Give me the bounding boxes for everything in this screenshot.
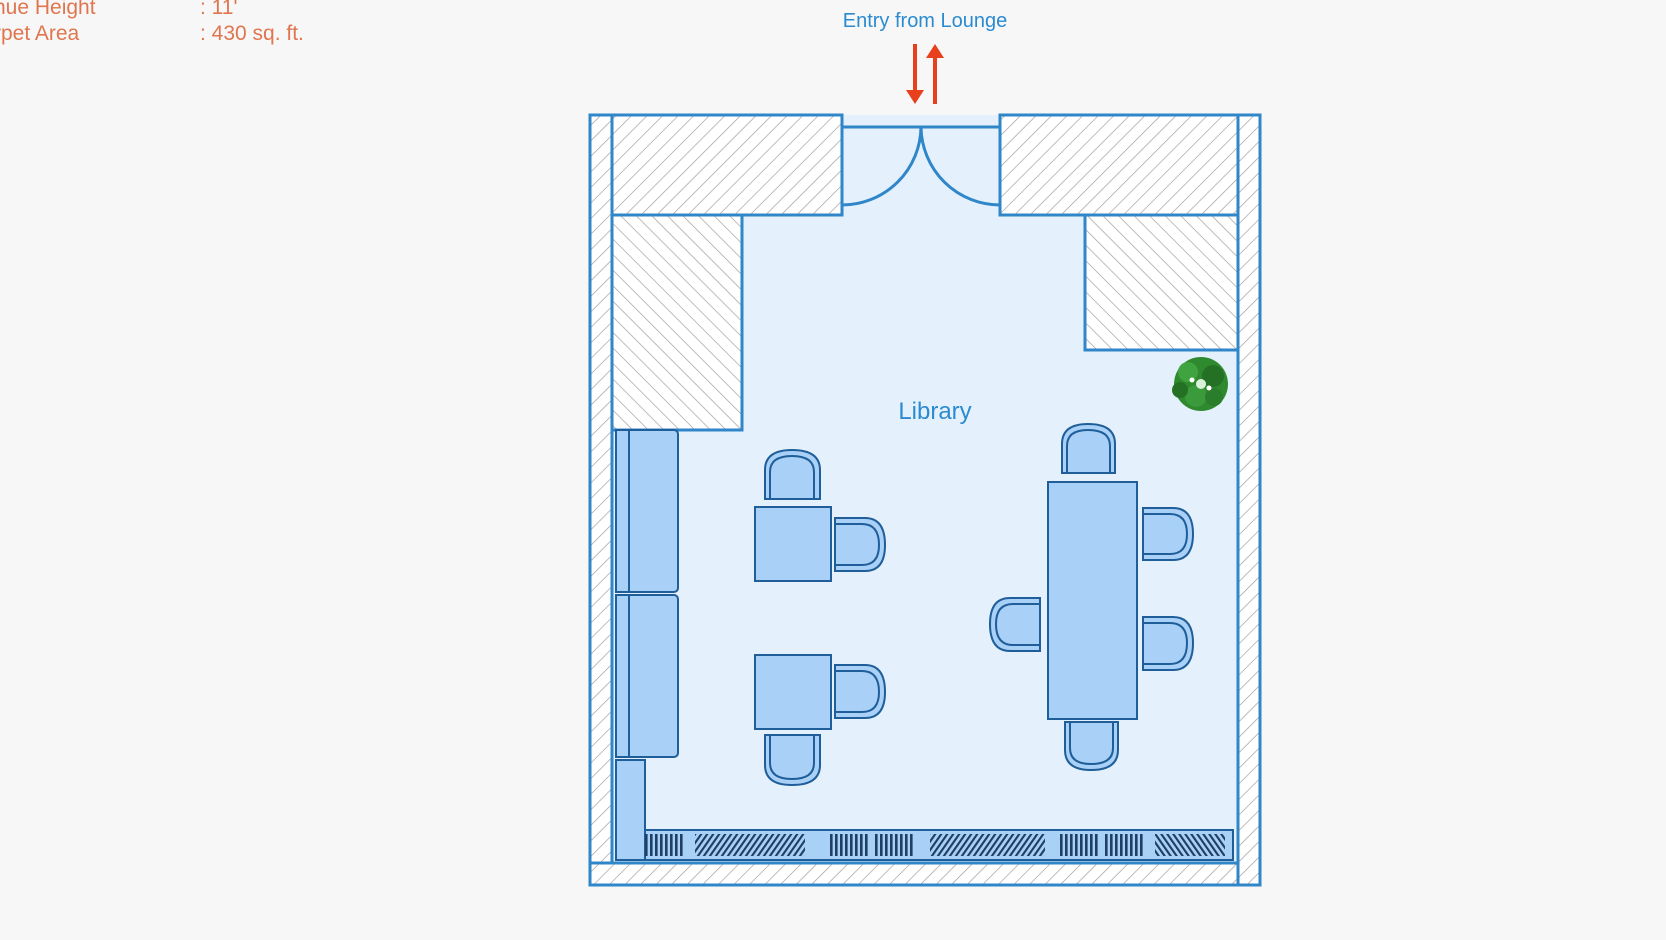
storage-top-left xyxy=(610,113,844,217)
carpet-area-value: : 430 sq. ft. xyxy=(200,22,304,45)
entry-label: Entry from Lounge xyxy=(842,10,1008,32)
room-name-label: Library xyxy=(898,398,972,425)
study-table-upper xyxy=(754,448,887,582)
storage-left-column xyxy=(610,213,744,432)
carpet-area-line: rpet Area : 430 sq. ft. xyxy=(0,22,304,46)
right-wall xyxy=(1236,113,1262,887)
left-wall xyxy=(588,113,614,887)
room-height-value: : 11' xyxy=(200,0,238,19)
corner-bench xyxy=(615,759,646,861)
bottom-wall xyxy=(588,861,1240,887)
study-table-lower xyxy=(754,654,887,787)
entry-arrows-icon xyxy=(906,44,944,104)
entry-double-door xyxy=(840,115,1002,207)
sofa-lower xyxy=(615,594,679,758)
long-reading-table xyxy=(988,422,1195,772)
room-height-line: nue Height : 11' xyxy=(0,0,237,20)
room-height-label: nue Height xyxy=(0,0,96,19)
sofa-upper xyxy=(615,429,679,593)
storage-right-column xyxy=(1083,213,1240,352)
carpet-area-label: rpet Area xyxy=(0,22,80,45)
storage-top-right xyxy=(998,113,1240,217)
plant-icon xyxy=(1172,357,1228,411)
radiator-vent-strip xyxy=(644,829,1234,861)
